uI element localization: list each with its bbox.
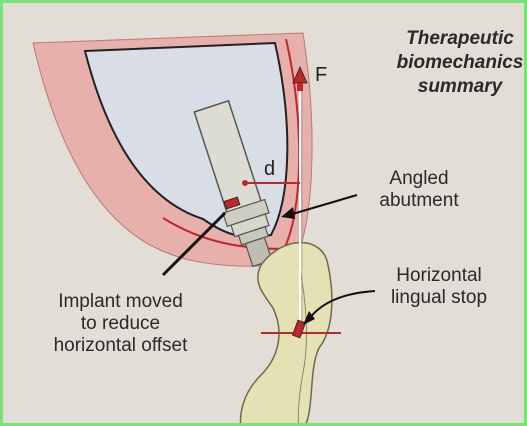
title-line-2: biomechanics [385, 51, 527, 75]
tooth-crown [241, 243, 332, 426]
horizontal-stop-line-1: Horizontal [369, 265, 509, 287]
angled-abutment-label: Angled abutment [359, 168, 479, 212]
title-line-3: summary [385, 75, 527, 99]
force-arrow-shaft [297, 83, 303, 91]
horizontal-stop-line-2: lingual stop [369, 287, 509, 309]
implant-moved-line-1: Implant moved [23, 291, 218, 313]
horizontal-stop-label: Horizontal lingual stop [369, 265, 509, 309]
angled-abutment-line-2: abutment [359, 190, 479, 212]
implant-moved-label: Implant moved to reduce horizontal offse… [23, 291, 218, 357]
title-line-1: Therapeutic [385, 27, 527, 51]
distance-label: d [264, 158, 275, 181]
distance-point [242, 180, 248, 186]
angled-abutment-line-1: Angled [359, 168, 479, 190]
implant-moved-line-3: horizontal offset [23, 335, 218, 357]
force-label: F [315, 64, 327, 87]
implant-moved-line-2: to reduce [23, 313, 218, 335]
diagram-title: Therapeutic biomechanics summary [385, 27, 527, 99]
